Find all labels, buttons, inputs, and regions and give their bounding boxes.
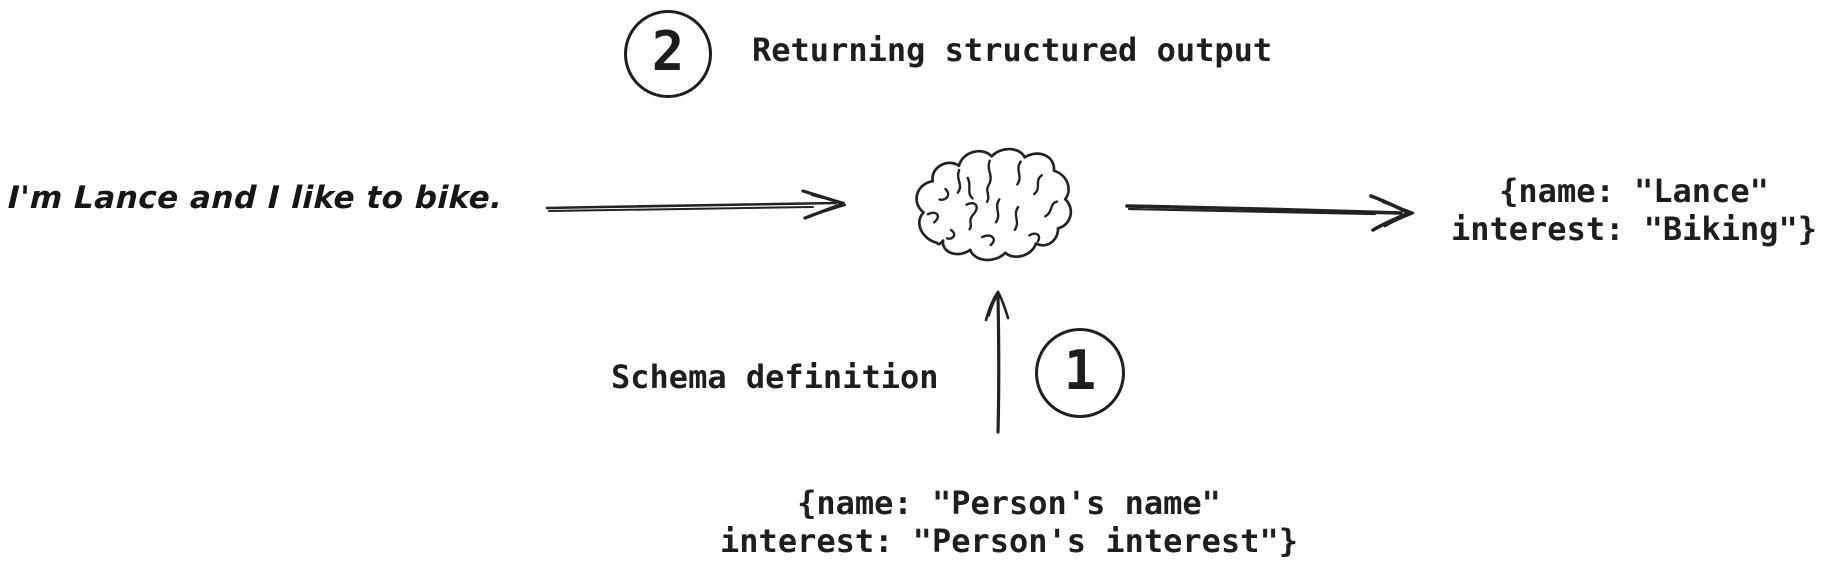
schema-line-1: {name: "Person's name" (797, 484, 1221, 522)
step-1-number: 1 (1063, 339, 1097, 402)
brain-icon model-node (915, 147, 1073, 262)
schema-definition-label: Schema definition (611, 358, 939, 396)
structured-output-text: {name: "Lance" interest: "Biking"} (1430, 172, 1838, 248)
schema-to-model-arrow-icon arrow-up-icon (984, 290, 1010, 434)
input-to-model-arrow-icon arrow-right-icon (545, 189, 847, 220)
input-message-text: I'm Lance and I like to bike. (7, 180, 504, 216)
step-2-marker: 2 (624, 10, 712, 98)
schema-line-2: interest: "Person's interest"} (720, 522, 1298, 560)
schema-definition-text: {name: "Person's name" interest: "Person… (700, 484, 1318, 560)
structured-output-line-1: {name: "Lance" (1499, 172, 1769, 210)
model-to-output-arrow-icon arrow-right-icon (1125, 194, 1415, 232)
structured-output-line-2: interest: "Biking"} (1450, 210, 1818, 248)
step-2-number: 2 (651, 20, 685, 83)
step-1-marker: 1 (1035, 328, 1125, 418)
step-2-label: Returning structured output (752, 31, 1273, 69)
